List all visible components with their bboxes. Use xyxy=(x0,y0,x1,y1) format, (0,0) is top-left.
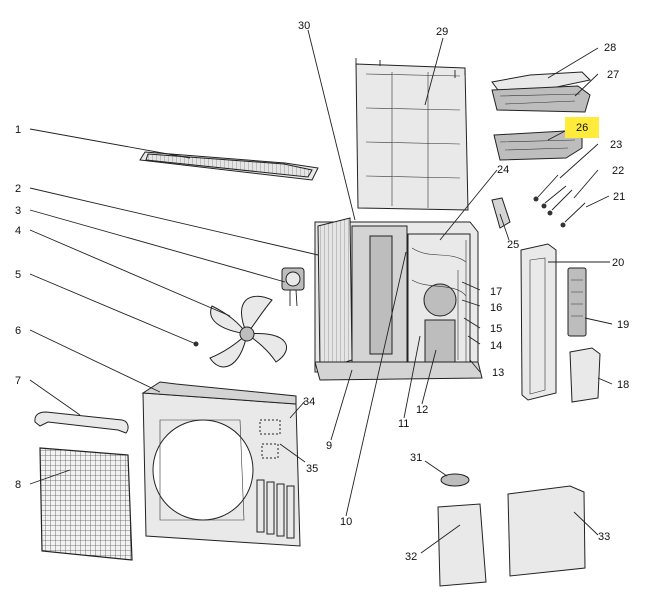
callout-25: 25 xyxy=(507,239,519,251)
callout-23: 23 xyxy=(610,139,622,151)
callout-13: 13 xyxy=(492,367,504,379)
callout-18: 18 xyxy=(617,379,629,391)
callout-31: 31 xyxy=(410,452,422,464)
callout-17: 17 xyxy=(490,286,502,298)
callout-30: 30 xyxy=(298,20,310,32)
handle-part xyxy=(34,411,129,434)
callout-26-highlight xyxy=(565,117,599,138)
callout-labels: 1 2 3 4 5 6 7 8 9 10 11 12 13 14 15 16 1… xyxy=(15,20,629,563)
callout-33: 33 xyxy=(598,531,610,543)
callout-27: 27 xyxy=(607,69,619,81)
callout-28: 28 xyxy=(604,42,616,54)
right-side-panel xyxy=(520,243,557,401)
callout-16: 16 xyxy=(490,302,502,314)
valve-cover xyxy=(437,503,487,587)
sensor-parts xyxy=(533,174,586,228)
callout-20: 20 xyxy=(612,257,624,269)
callout-35: 35 xyxy=(306,463,318,475)
callout-10: 10 xyxy=(340,516,352,528)
callout-11: 11 xyxy=(398,418,409,430)
callout-34: 34 xyxy=(303,396,315,408)
callout-22: 22 xyxy=(612,165,624,177)
control-box-cover xyxy=(491,71,592,113)
callout-15: 15 xyxy=(490,323,502,335)
callout-7: 7 xyxy=(15,375,21,387)
callout-1: 1 xyxy=(15,124,21,136)
top-cover-panel xyxy=(139,151,319,181)
callout-5: 5 xyxy=(15,269,21,281)
callout-26: 26 xyxy=(576,122,588,134)
rear-grill-panel xyxy=(355,58,469,211)
front-panel xyxy=(141,381,301,547)
callout-21: 21 xyxy=(613,191,625,203)
valve-cap xyxy=(440,473,470,487)
callout-8: 8 xyxy=(15,479,21,491)
callout-24: 24 xyxy=(497,164,509,176)
callout-12: 12 xyxy=(416,404,428,416)
callout-32: 32 xyxy=(405,551,417,563)
callout-29: 29 xyxy=(436,26,448,38)
leader-lines xyxy=(29,29,613,554)
callout-6: 6 xyxy=(15,325,21,337)
callout-19: 19 xyxy=(617,319,629,331)
fan-motor xyxy=(281,267,305,307)
callout-14: 14 xyxy=(490,340,502,352)
bracket-part xyxy=(491,197,511,229)
terminal-cover xyxy=(569,347,601,403)
fan-blade xyxy=(209,295,287,368)
front-grill xyxy=(39,447,133,561)
callout-2: 2 xyxy=(15,183,21,195)
terminal-block xyxy=(567,267,587,337)
main-chassis xyxy=(314,217,483,381)
callout-4: 4 xyxy=(15,225,21,237)
side-cover xyxy=(507,485,586,577)
callout-3: 3 xyxy=(15,205,21,217)
callout-9: 9 xyxy=(326,440,332,452)
